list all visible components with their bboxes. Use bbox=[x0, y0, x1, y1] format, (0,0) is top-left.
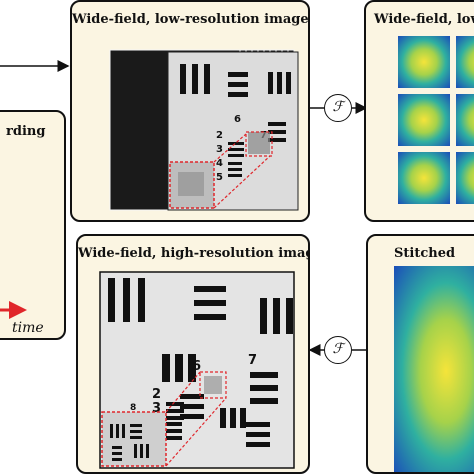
stitched-spectrum-panel: Stitched bbox=[366, 234, 474, 474]
high-res-panel-title: Wide-field, high-resolution image bbox=[78, 246, 310, 261]
zoom-region bbox=[199, 371, 227, 399]
recording-panel: rding time bbox=[0, 110, 66, 340]
front-frame: 672345 bbox=[167, 51, 299, 211]
stitched-spectrum-image bbox=[394, 266, 474, 472]
low-res-panel-title: Wide-field, low-resolution images bbox=[72, 12, 310, 27]
time-label: time bbox=[12, 320, 44, 336]
target-digit: 7 bbox=[248, 353, 257, 368]
spectrum-tile bbox=[398, 36, 450, 88]
target-digit: 2 bbox=[216, 130, 223, 141]
target-digit: 5 bbox=[216, 172, 223, 183]
high-res-image-panel: Wide-field, high-resolution image 672345… bbox=[76, 234, 310, 474]
recording-panel-title: rding bbox=[6, 124, 46, 139]
time-arrow bbox=[0, 301, 27, 319]
target-digit: 3 bbox=[152, 401, 161, 416]
spectrum-tile bbox=[456, 152, 474, 204]
spectrum-tile bbox=[398, 152, 450, 204]
fourier-transform-icon-top: ℱ bbox=[324, 94, 352, 122]
spectrum-tile bbox=[456, 36, 474, 88]
low-res-image-stack: 672345 bbox=[109, 49, 299, 211]
stitched-spectrum bbox=[394, 266, 474, 472]
target-digit: 4 bbox=[216, 158, 223, 169]
spectra-grid bbox=[398, 36, 474, 204]
low-res-spectra-panel: Wide-field, low- bbox=[364, 0, 474, 222]
target-digit: 6 bbox=[234, 114, 241, 125]
target-digit: 3 bbox=[216, 144, 223, 155]
stitched-panel-title: Stitched bbox=[394, 246, 456, 261]
target-digit: 6 bbox=[192, 359, 201, 374]
target-digit: 8 bbox=[130, 403, 136, 413]
high-res-image: 67234589 bbox=[99, 271, 295, 469]
high-res-target: 67234589 bbox=[99, 271, 295, 469]
low-res-images-panel: Wide-field, low-resolution images 672345 bbox=[70, 0, 310, 222]
spectrum-tile bbox=[398, 94, 450, 146]
fourier-transform-icon-bottom: ℱ bbox=[324, 336, 352, 364]
spectrum-tile bbox=[456, 94, 474, 146]
spectra-panel-title: Wide-field, low- bbox=[374, 12, 474, 27]
target-digit: 2 bbox=[152, 387, 161, 402]
